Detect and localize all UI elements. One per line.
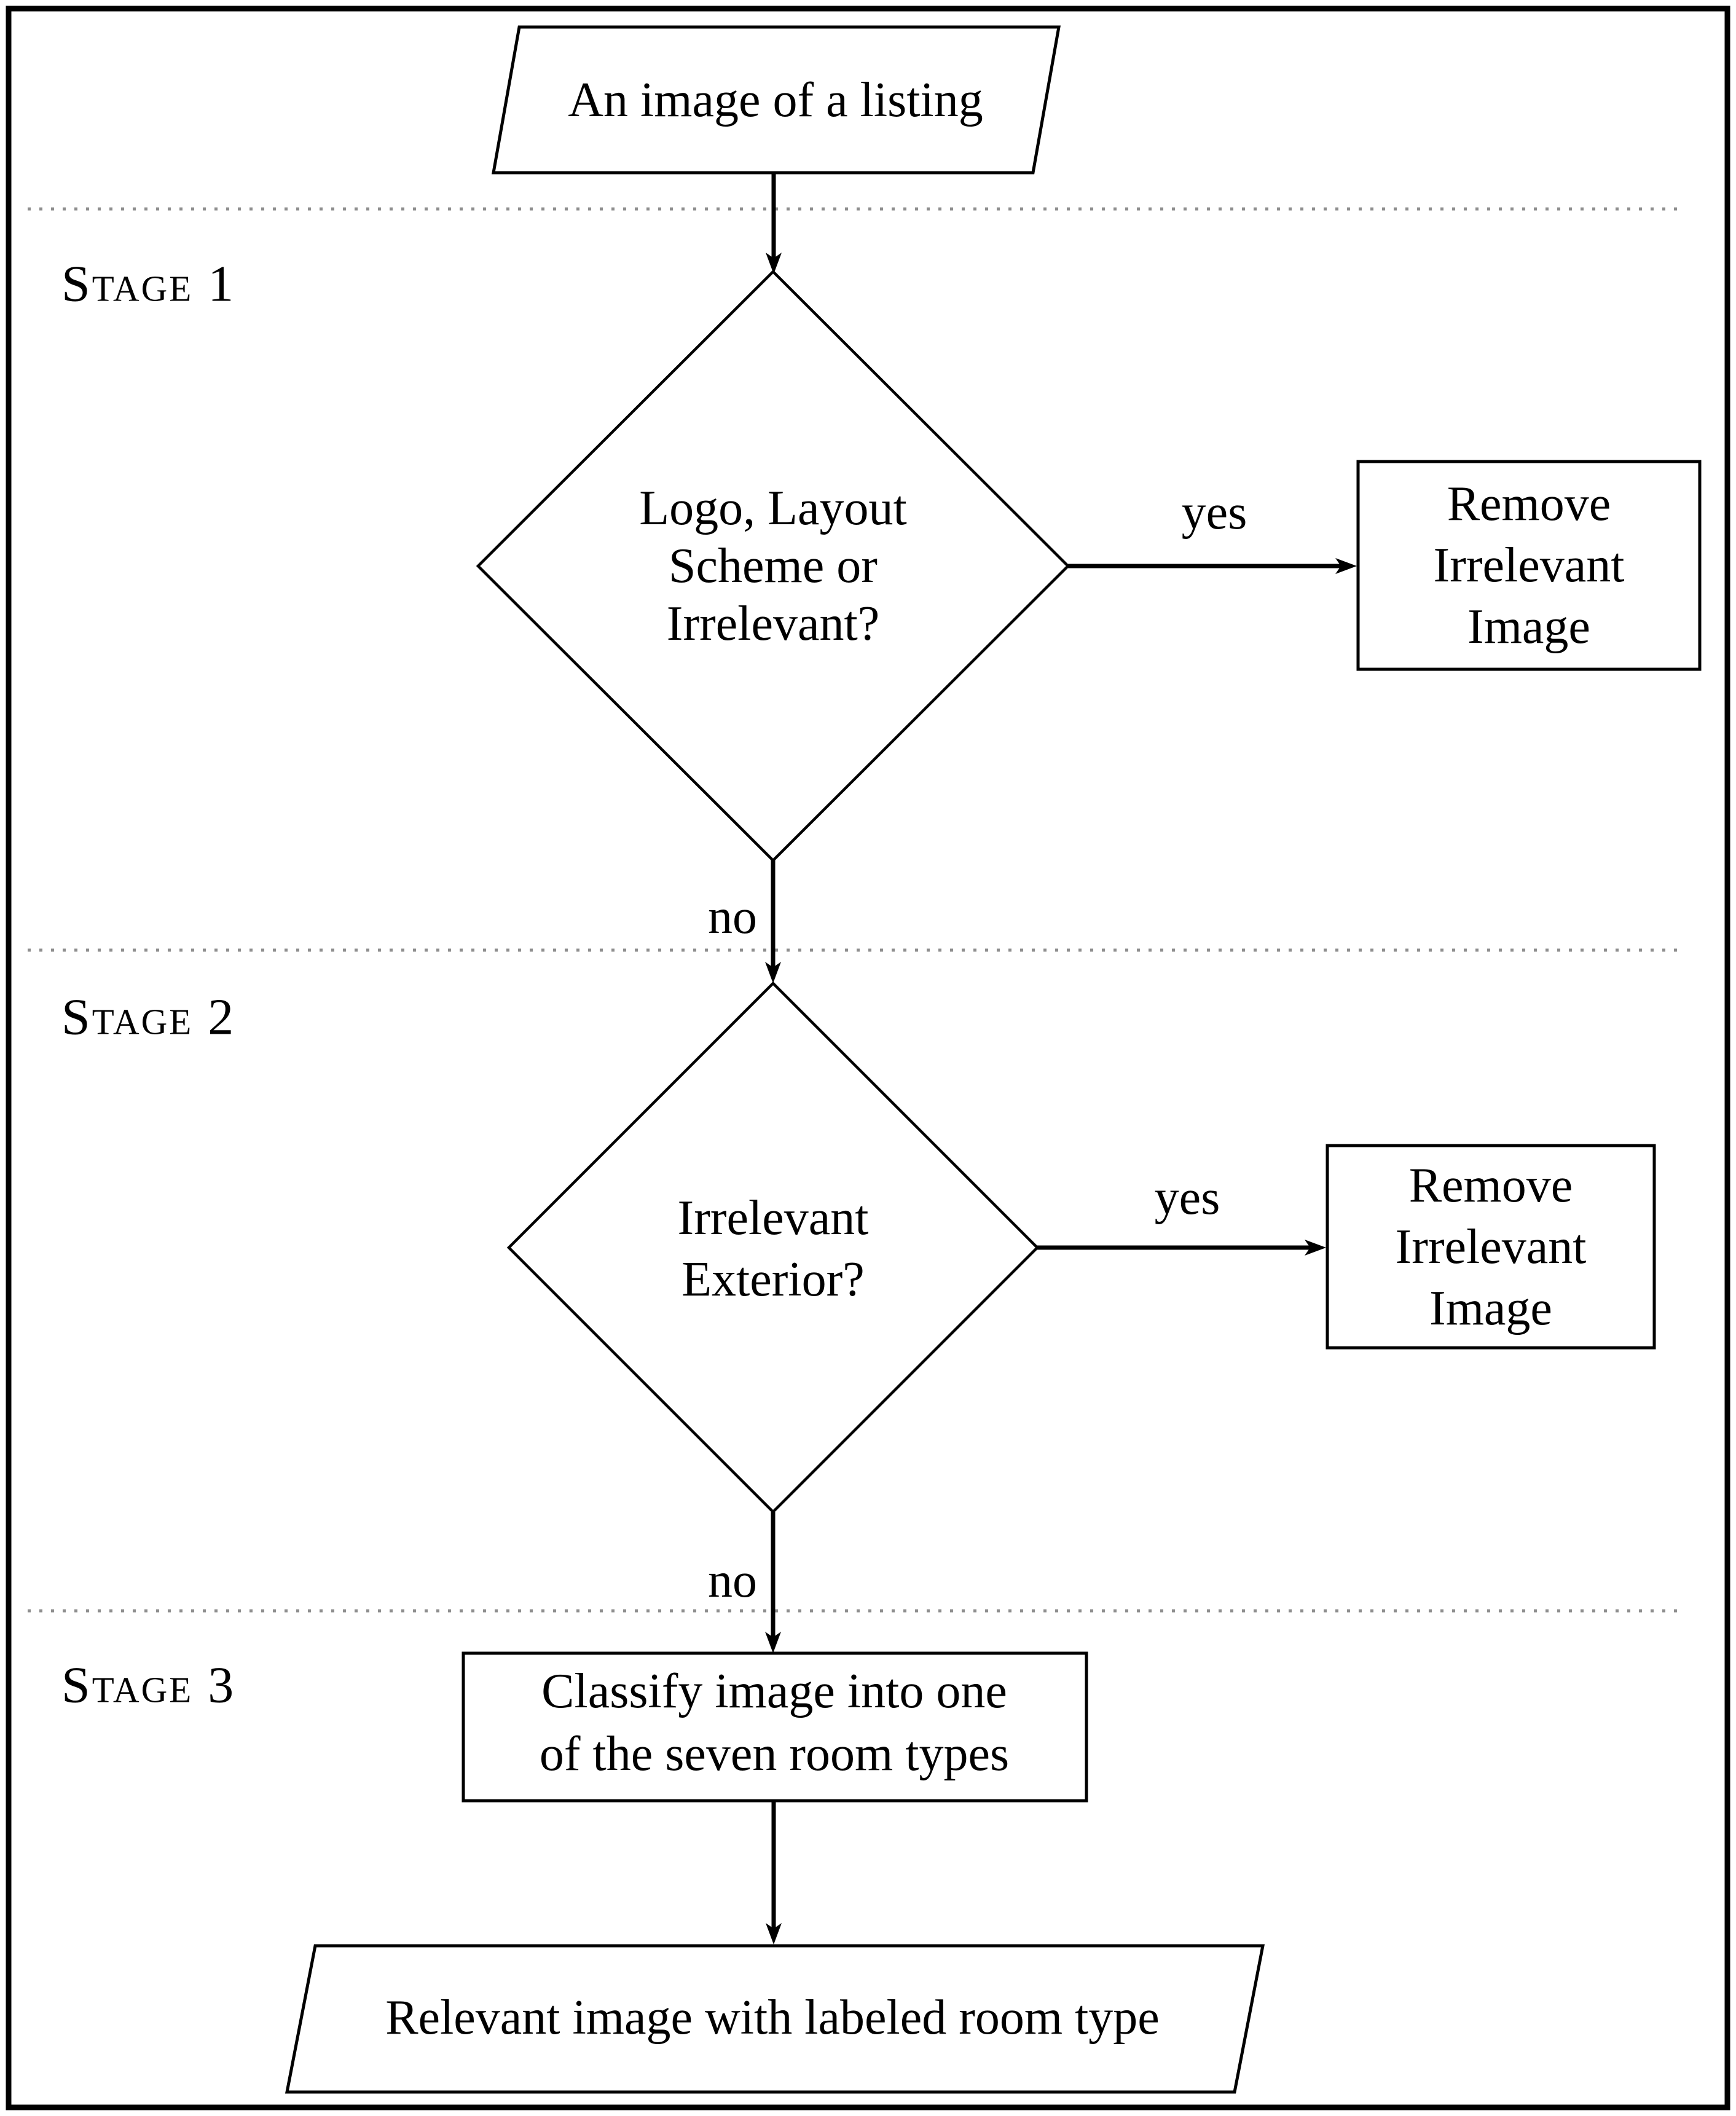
remove2-line1: Remove <box>1408 1158 1573 1213</box>
decision2-line1: Irrelevant <box>677 1191 869 1245</box>
decision1-line1: Logo, Layout <box>639 481 907 535</box>
classify-line1: Classify image into one <box>541 1664 1007 1718</box>
start-node-label: An image of a listing <box>568 73 983 127</box>
decision2-line2: Exterior? <box>681 1253 865 1307</box>
remove1-line2: Irrelevant <box>1433 538 1625 592</box>
decision1-line2: Scheme or <box>669 539 878 593</box>
arrowhead-yes2 <box>1305 1240 1326 1256</box>
classify-line2: of the seven room types <box>539 1727 1010 1781</box>
remove2-label: Remove Irrelevant Image <box>1396 1155 1587 1339</box>
stage3-label: Stage 3 <box>61 1656 236 1714</box>
remove2-line2: Irrelevant <box>1395 1220 1587 1274</box>
outer-frame <box>6 6 1730 2110</box>
stage2-label: Stage 2 <box>61 988 236 1046</box>
decision2-label: Irrelevant Exterior? <box>678 1187 869 1310</box>
arrowhead-start-to-decision1 <box>766 253 782 274</box>
end-parallelogram <box>285 1944 1265 2094</box>
edge-label-no1: no <box>708 890 757 944</box>
edge-label-yes2: yes <box>1154 1171 1220 1225</box>
remove1-line3: Image <box>1467 600 1590 654</box>
arrowhead-no1 <box>765 962 781 983</box>
remove1-box <box>1356 460 1702 671</box>
arrowhead-classify-to-end <box>766 1923 782 1945</box>
edge-label-yes1: yes <box>1181 486 1247 540</box>
remove2-line3: Image <box>1429 1281 1552 1335</box>
remove2-box <box>1326 1144 1656 1350</box>
stage1-label: Stage 1 <box>61 255 236 313</box>
edge-label-no2: no <box>708 1554 757 1608</box>
decision1-line3: Irrelevant? <box>666 597 880 651</box>
decision1-label: Logo, Layout Scheme or Irrelevant? <box>639 479 906 653</box>
arrowhead-no2 <box>765 1632 781 1653</box>
end-node-label: Relevant image with labeled room type <box>385 1991 1160 2045</box>
classify-label: Classify image into one of the seven roo… <box>540 1660 1009 1785</box>
remove1-label: Remove Irrelevant Image <box>1434 473 1625 658</box>
remove1-line1: Remove <box>1447 477 1611 531</box>
arrowhead-yes1 <box>1335 558 1357 574</box>
start-parallelogram <box>492 25 1061 175</box>
